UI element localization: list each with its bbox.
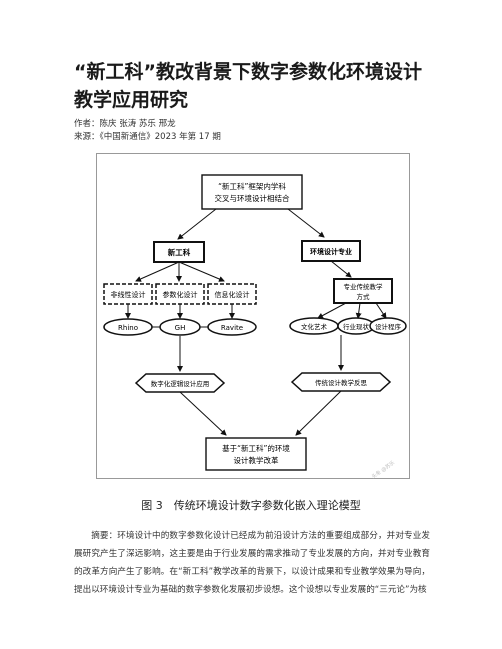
nonlinear-label: 非线性设计 — [111, 290, 146, 299]
authors-line: 作者：陈庆 张涛 苏乐 邢龙 — [74, 118, 176, 130]
abstract-label: 摘要： — [91, 531, 118, 541]
info-label: 信息化设计 — [215, 290, 250, 299]
design-label: 设计程序 — [375, 322, 402, 331]
digital-logic-label: 数字化逻辑设计应用 — [151, 379, 210, 388]
industry-label: 行业现状 — [343, 322, 370, 331]
rhino-label: Rhino — [118, 324, 138, 332]
culture-label: 文化艺术 — [301, 322, 328, 331]
figure-caption: 图 3 传统环境设计数字参数化嵌入理论模型 — [141, 499, 361, 512]
abstract: 摘要：环境设计中的数字参数化设计已经成为前沿设计方法的重要组成部分，并对专业发展… — [74, 527, 430, 599]
source: 《中国新通信》2023 年第 17 期 — [99, 132, 221, 142]
authors: 陈庆 张涛 苏乐 邢龙 — [99, 119, 176, 129]
arrow-top-left — [177, 208, 217, 240]
source-label: 来源： — [74, 132, 100, 142]
arrow-hj-trad — [330, 260, 352, 278]
design-oval — [369, 317, 407, 335]
gh-label: GH — [175, 324, 186, 332]
arrow-xgk-nonlinear — [135, 261, 180, 282]
arrow-reflect-bottom — [295, 390, 342, 436]
arrow-to-industry — [355, 302, 362, 319]
arrow-to-culture — [317, 302, 347, 319]
bottom-box-line1: 基于“新工科”的环境 — [222, 443, 290, 453]
source-line: 来源：《中国新通信》2023 年第 17 期 — [74, 131, 221, 143]
xingongke-label: 新工科 — [168, 247, 191, 257]
arrow-xgk-info — [178, 261, 225, 282]
top-box-line1: “新工科”框架内学科 — [218, 181, 286, 191]
ravite-label: Ravite — [221, 324, 243, 332]
huanjing-label: 环境设计专业 — [310, 247, 352, 256]
trad-reflect-hexagon — [290, 372, 392, 392]
trad-box — [333, 278, 393, 304]
trad-reflect-label: 传统设计教学反思 — [315, 378, 368, 387]
arrow-top-right — [287, 208, 325, 238]
param-label: 参数化设计 — [163, 290, 198, 299]
top-box-line2: 交叉与环境设计相结合 — [215, 193, 290, 203]
bottom-box — [205, 437, 307, 471]
trad-line1: 专业传统教学 — [344, 282, 384, 291]
authors-label: 作者： — [74, 119, 100, 129]
theory-model-figure: “新工科”框架内学科 交叉与环境设计相结合 新工科 环境设计专业 非线性设计 参… — [96, 153, 410, 479]
top-box — [201, 174, 303, 210]
arrow-digital-bottom — [179, 391, 227, 436]
abstract-text: 环境设计中的数字参数化设计已经成为前沿设计方法的重要组成部分，并对专业发展研究产… — [74, 531, 430, 595]
trad-line2: 方式 — [357, 292, 371, 301]
bottom-box-line2: 设计教学改革 — [234, 455, 279, 465]
arrow-to-design — [375, 302, 387, 319]
digital-logic-hexagon — [134, 373, 226, 393]
article-title: “新工科”教改背景下数字参数化环境设计教学应用研究 — [74, 61, 422, 111]
